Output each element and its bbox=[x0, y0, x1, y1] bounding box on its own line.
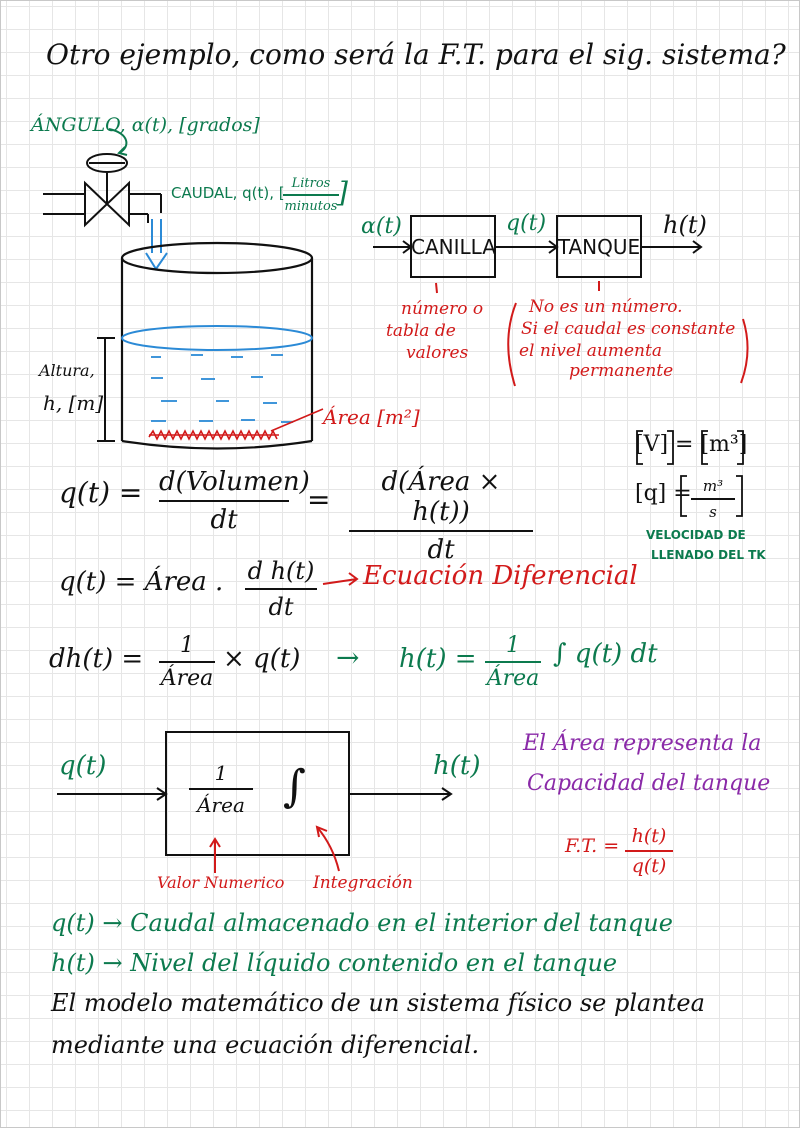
label-integracion: Integración bbox=[313, 873, 413, 893]
note2-line2: Si el caudal es constante bbox=[521, 319, 736, 339]
eq3-res-den: Área bbox=[486, 666, 540, 691]
eq3-res-left: h(t) = bbox=[399, 644, 477, 674]
flow-unit-si-den: s bbox=[709, 503, 717, 521]
ft-den: q(t) bbox=[631, 855, 667, 877]
valve-icon bbox=[43, 153, 162, 228]
block-diagram-1-lines bbox=[373, 215, 703, 278]
ft-frac: h(t) q(t) bbox=[625, 825, 673, 877]
eq2-frac: d h(t) dt bbox=[245, 557, 317, 621]
block-diagram-2-lines bbox=[57, 731, 453, 856]
height-label-2: h, [m] bbox=[43, 391, 104, 415]
block-1-pointers bbox=[435, 281, 749, 387]
flow-label: CAUDAL, q(t), [ bbox=[171, 184, 285, 202]
eq3-right: × q(t) bbox=[223, 644, 301, 674]
eq3-den: Área bbox=[160, 666, 214, 691]
eq1-num1: d(Volumen) bbox=[159, 467, 310, 497]
eq2-note: Ecuación Diferencial bbox=[363, 561, 638, 591]
height-dimension bbox=[97, 337, 115, 442]
eq1-frac1: d(Volumen) dt bbox=[159, 467, 310, 535]
eq3-arrow: → bbox=[336, 641, 360, 674]
note2-line3: el nivel aumenta bbox=[519, 341, 662, 361]
ft-num: h(t) bbox=[631, 825, 667, 847]
bd2-frac-den: Área bbox=[197, 793, 245, 817]
flow-arrow-icon bbox=[145, 219, 168, 271]
tank-bottom-hatch bbox=[148, 408, 324, 441]
flow-unit-num: Litros bbox=[291, 176, 331, 191]
note2-line1: No es un número. bbox=[529, 297, 683, 317]
eq1-den1: dt bbox=[210, 505, 238, 535]
eq3-frac: 1 Área bbox=[159, 633, 215, 691]
bd2-input-label: q(t) bbox=[59, 751, 107, 781]
angle-label: ÁNGULO, α(t), [grados] bbox=[31, 114, 260, 136]
capacity-note-1: El Área representa la bbox=[523, 731, 762, 756]
eq3-num: 1 bbox=[180, 633, 194, 658]
water-surface bbox=[121, 325, 313, 423]
bd2-frac: 1 Área bbox=[189, 761, 253, 817]
bd2-output-label: h(t) bbox=[433, 751, 481, 781]
bd2-frac-num: 1 bbox=[214, 761, 228, 785]
definition-q: q(t) → Caudal almacenado en el interior … bbox=[51, 909, 673, 937]
block-canilla: CANILLA bbox=[411, 235, 496, 259]
flow-unit-left: [q] = bbox=[635, 481, 692, 506]
eq1-left: q(t) = bbox=[59, 476, 143, 509]
height-label-1: Altura, bbox=[39, 361, 95, 380]
eq2-left: q(t) = Área . bbox=[59, 567, 224, 597]
conclusion-line-1: El modelo matemático de un sistema físic… bbox=[51, 989, 705, 1017]
bd1-mid-label: q(t) bbox=[506, 211, 547, 236]
flow-unit-den: minutos bbox=[284, 199, 338, 214]
note2-line4: permanente bbox=[569, 361, 674, 381]
area-label: Área [m²] bbox=[323, 405, 420, 429]
eq1-eq: = bbox=[307, 483, 331, 516]
ft-label: F.T. = bbox=[565, 835, 620, 857]
block-2-pointers bbox=[209, 825, 340, 873]
eq-note-arrow bbox=[322, 572, 359, 586]
brackets bbox=[636, 430, 744, 517]
flow-unit-frac: Litros minutos bbox=[283, 176, 339, 214]
note1-line1: número o bbox=[401, 299, 484, 319]
eq1-frac2: d(Área × h(t)) dt bbox=[349, 467, 533, 565]
eq1-den2: dt bbox=[427, 535, 455, 565]
flow-unit-si: m³ s bbox=[691, 477, 735, 521]
bd1-input-label: α(t) bbox=[361, 214, 402, 239]
eq2-den: dt bbox=[268, 593, 294, 621]
conclusion-line-2: mediante una ecuación diferencial. bbox=[51, 1031, 480, 1059]
eq3-res-num: 1 bbox=[506, 633, 520, 658]
bd2-integral: ∫ bbox=[283, 761, 306, 812]
units-note-2: LLENADO DEL TK bbox=[651, 548, 766, 562]
vol-unit: [V] = [m³] bbox=[635, 432, 748, 457]
block-tanque: TANQUE bbox=[557, 235, 641, 259]
note1-line3: valores bbox=[406, 343, 469, 363]
units-note-1: VELOCIDAD DE bbox=[646, 528, 746, 542]
eq3-res-frac: 1 Área bbox=[485, 633, 541, 691]
eq3-left: dh(t) = bbox=[49, 644, 144, 674]
bd1-output-label: h(t) bbox=[663, 211, 707, 239]
note1-line2: tabla de bbox=[386, 321, 456, 341]
label-valor-numerico: Valor Numerico bbox=[157, 873, 285, 892]
eq3-res-right: ∫ q(t) dt bbox=[553, 639, 658, 669]
flow-unit-close: ] bbox=[337, 176, 348, 209]
eq2-num: d h(t) bbox=[247, 557, 315, 585]
capacity-note-2: Capacidad del tanque bbox=[527, 771, 771, 796]
angle-arrow bbox=[108, 128, 128, 156]
eq1-num2: d(Área × h(t)) bbox=[381, 467, 501, 527]
definition-h: h(t) → Nivel del líquido contenido en el… bbox=[51, 949, 618, 977]
tank bbox=[120, 241, 314, 450]
flow-unit-si-num: m³ bbox=[702, 477, 724, 495]
page-title: Otro ejemplo, como será la F.T. para el … bbox=[46, 38, 786, 71]
